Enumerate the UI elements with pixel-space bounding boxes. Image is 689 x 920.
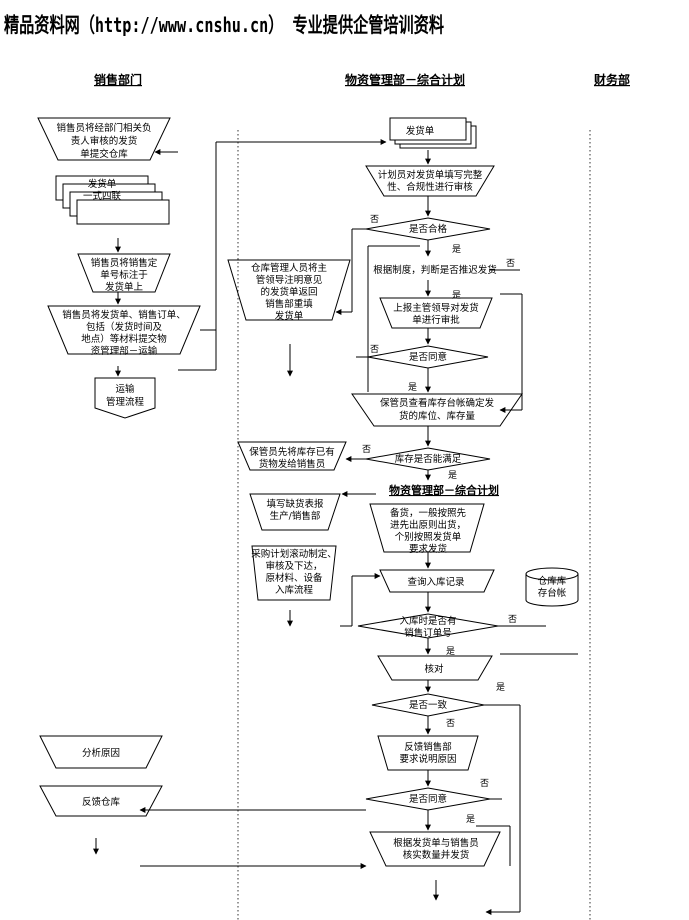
plan-prepare-line4: 要求发货 [409, 543, 447, 555]
warehouse-notify-shape [237, 441, 347, 471]
sales-fill-no-shape [77, 253, 171, 293]
warehouse-return-line5: 发货单 [275, 310, 304, 322]
sales-document-stack [55, 175, 170, 225]
label-yes-stock: 是 [448, 470, 457, 481]
plan-qualified-label: 是否合格 [409, 223, 448, 235]
sales-submit-line2: 责人审核的发货 [71, 135, 138, 147]
sales-submit-line1: 销售员将经部门相关负 [56, 122, 151, 134]
label-yes-consistent: 是 [496, 682, 505, 693]
plan-ledger-cylinder [525, 567, 579, 607]
plan-agree1-label: 是否同意 [409, 351, 447, 363]
lane-header-finance: 财务部 [593, 72, 630, 87]
warehouse-purchase-line4: 入库流程 [275, 584, 314, 596]
plan-query-shape [379, 569, 495, 593]
sales-submit-transport-shape [47, 305, 201, 355]
plan-approval-line2: 单进行审批 [412, 314, 460, 326]
plan-ship-shape [369, 831, 501, 867]
lane-header-sales: 销售部门 [94, 72, 142, 87]
sales-doc1-label: 发货单 [88, 178, 117, 190]
lane-header-materials: 物资管理部－综合计划 [345, 72, 465, 87]
plan-prepare-line1: 备货，一般按照先 [390, 507, 467, 519]
page-banner: 精品资料网（http://www.cnshu.cn） 专业提供企管培训资料 [4, 13, 444, 37]
sales-analyze-shape [39, 735, 163, 769]
label-no-agree1: 否 [370, 344, 379, 355]
plan-check-shape [377, 655, 493, 681]
sales-fill-line1: 销售员将销售定 [91, 257, 158, 269]
label-yes-agree2: 是 [466, 814, 475, 825]
sales-feedback-shape [39, 785, 163, 817]
transport-flow-line1: 运输 [115, 383, 135, 395]
sales-transport-line3: 地点）等材料提交物 [81, 333, 167, 345]
plan-stock-label: 库存是否能满足 [395, 453, 462, 465]
label-no-consistent: 否 [446, 718, 455, 729]
warehouse-purchase-shape [251, 545, 337, 601]
warehouse-purchase-line1: 采购计划滚动制定、 [251, 548, 337, 560]
plan-feedback-line2: 要求说明原因 [399, 753, 456, 765]
plan-has-order-line2: 销售订单号 [404, 627, 452, 639]
label-no-stock: 否 [362, 444, 371, 455]
plan-ledger-line1: 仓库库 [538, 575, 567, 587]
transport-flow-offpage [94, 377, 156, 419]
plan-ledger-line2: 存台帐 [538, 587, 567, 599]
plan-approval-shape [379, 297, 493, 329]
warehouse-shortage-line1: 填写缺货表报 [266, 498, 324, 510]
plan-subsection-title: 物资管理部－综合计划 [389, 483, 499, 497]
sales-submit-line3: 单提交仓库 [80, 148, 128, 160]
label-yes-judge: 是 [452, 290, 461, 301]
plan-agree2-label: 是否同意 [409, 793, 447, 805]
warehouse-return-line4: 销售部重填 [265, 298, 313, 310]
plan-prepare-shape [369, 503, 485, 553]
warehouse-shortage-line2: 生产/销售部 [270, 510, 321, 522]
sales-doc2-label: 一式四联 [83, 190, 122, 202]
plan-ship-line2: 核实数量并发货 [403, 849, 470, 861]
sales-transport-line4: 资管理部－运输 [91, 345, 158, 357]
label-no-qualified: 否 [370, 214, 379, 225]
sales-analyze-label: 分析原因 [82, 747, 120, 759]
warehouse-return-line3: 的发货单返回 [260, 286, 317, 298]
sales-feedback-label: 反馈仓库 [82, 796, 121, 808]
plan-confirm-stock-shape [351, 393, 523, 427]
plan-consistent-label: 是否一致 [409, 699, 448, 711]
warehouse-notify-line2: 货物发给销售员 [259, 458, 326, 470]
warehouse-purchase-line3: 原材料、设备 [265, 572, 323, 584]
warehouse-return-shape [227, 259, 351, 321]
plan-query-label: 查询入库记录 [407, 576, 465, 588]
label-no-judge: 否 [506, 258, 515, 269]
label-yes-order: 是 [446, 646, 455, 657]
plan-feedback-shape [377, 735, 479, 771]
plan-ship-line1: 根据发货单与销售员 [393, 837, 479, 849]
plan-review-line1: 计划员对发货单填写完整 [378, 169, 483, 181]
warehouse-notify-line1: 保管员先将库存已有 [249, 446, 335, 458]
label-no-order: 否 [508, 614, 517, 625]
plan-slip-doc [389, 117, 477, 149]
label-yes-agree1: 是 [408, 382, 417, 393]
plan-has-order-line1: 入库时是否有 [399, 615, 456, 627]
sales-fill-line2: 单号标注于 [100, 269, 148, 281]
plan-prepare-line3: 个别按照发货单 [395, 531, 462, 543]
transport-flow-line2: 管理流程 [106, 396, 145, 408]
plan-approval-line1: 上报主管领导对发货 [393, 302, 479, 314]
sales-transport-line1: 销售员将发货单、销售订单、 [62, 309, 186, 321]
plan-review-line2: 性、合规性进行审核 [387, 181, 473, 193]
plan-confirm-line2: 货的库位、库存量 [399, 410, 476, 422]
plan-feedback-line1: 反馈销售部 [404, 741, 452, 753]
warehouse-shortage-shape [249, 493, 341, 531]
plan-confirm-line1: 保管员查看库存台帐确定发 [380, 397, 495, 409]
sales-fill-line3: 发货单上 [105, 281, 144, 293]
label-no-agree2: 否 [480, 778, 489, 789]
sales-transport-line2: 包括（发货时间及 [86, 321, 163, 333]
label-yes-qualified: 是 [452, 244, 461, 255]
warehouse-return-line1: 仓库管理人员将主 [251, 262, 327, 274]
plan-review-shape [365, 165, 495, 197]
plan-judge-label: 根据制度，判断是否推迟发货 [373, 264, 497, 276]
plan-prepare-line2: 进先出原则出货， [390, 519, 466, 531]
warehouse-return-line2: 管领导注明意见 [256, 274, 323, 286]
plan-slip-label: 发货单 [406, 125, 435, 137]
warehouse-purchase-line2: 审核及下达， [265, 560, 322, 572]
sales-submit-shape [37, 117, 171, 161]
plan-check-label: 核对 [424, 663, 444, 675]
